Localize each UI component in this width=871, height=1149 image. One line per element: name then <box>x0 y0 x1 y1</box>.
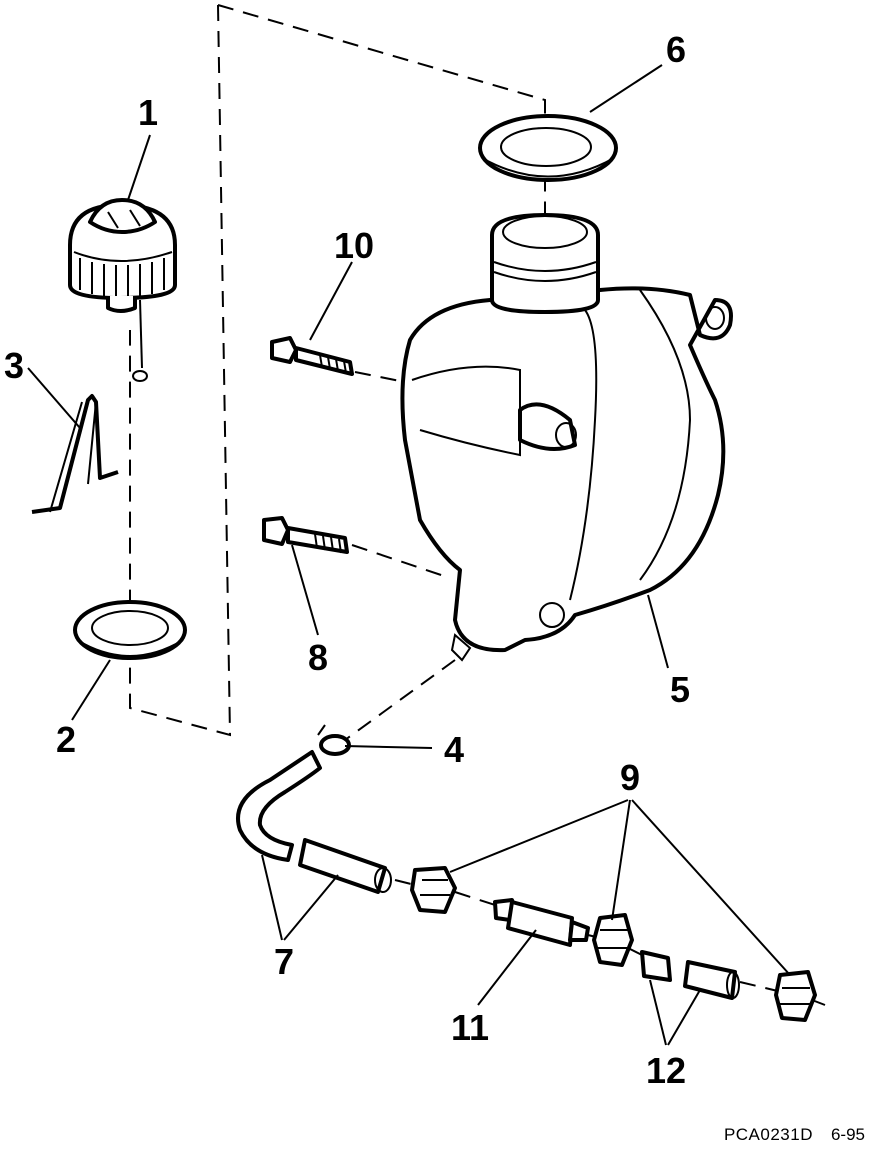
callout-12: 12 <box>646 1050 686 1091</box>
cap-gasket-part <box>73 600 187 660</box>
callout-7: 7 <box>274 941 294 982</box>
callout-6: 6 <box>666 29 686 70</box>
fill-cap-part <box>68 198 177 382</box>
figure-date: 6-95 <box>830 1125 865 1144</box>
retainer-clip-part <box>31 394 119 514</box>
callout-9: 9 <box>620 757 640 798</box>
callout-10: 10 <box>334 225 374 266</box>
fuel-filter-part <box>493 898 590 947</box>
callout-labels: 1 2 3 4 5 6 7 8 9 10 11 12 <box>4 29 690 1091</box>
hose-clamp-part <box>317 724 351 756</box>
callout-11: 11 <box>451 1007 489 1048</box>
lower-bolt-part <box>262 516 349 554</box>
leader-lines <box>27 64 791 1046</box>
fuel-line-clamps-part <box>410 866 817 1022</box>
short-hoses-part <box>640 950 740 1000</box>
neck-seal-part <box>478 114 618 182</box>
callout-8: 8 <box>308 637 328 678</box>
callout-4: 4 <box>444 729 464 770</box>
callout-2: 2 <box>56 719 76 760</box>
figure-code: PCA0231D <box>723 1125 813 1144</box>
callout-5: 5 <box>670 669 690 710</box>
callout-1: 1 <box>138 92 158 133</box>
fuel-hoses-part <box>236 750 392 894</box>
callout-3: 3 <box>4 345 24 386</box>
fuel-tank-part <box>400 213 733 662</box>
upper-bolt-part <box>270 336 354 376</box>
